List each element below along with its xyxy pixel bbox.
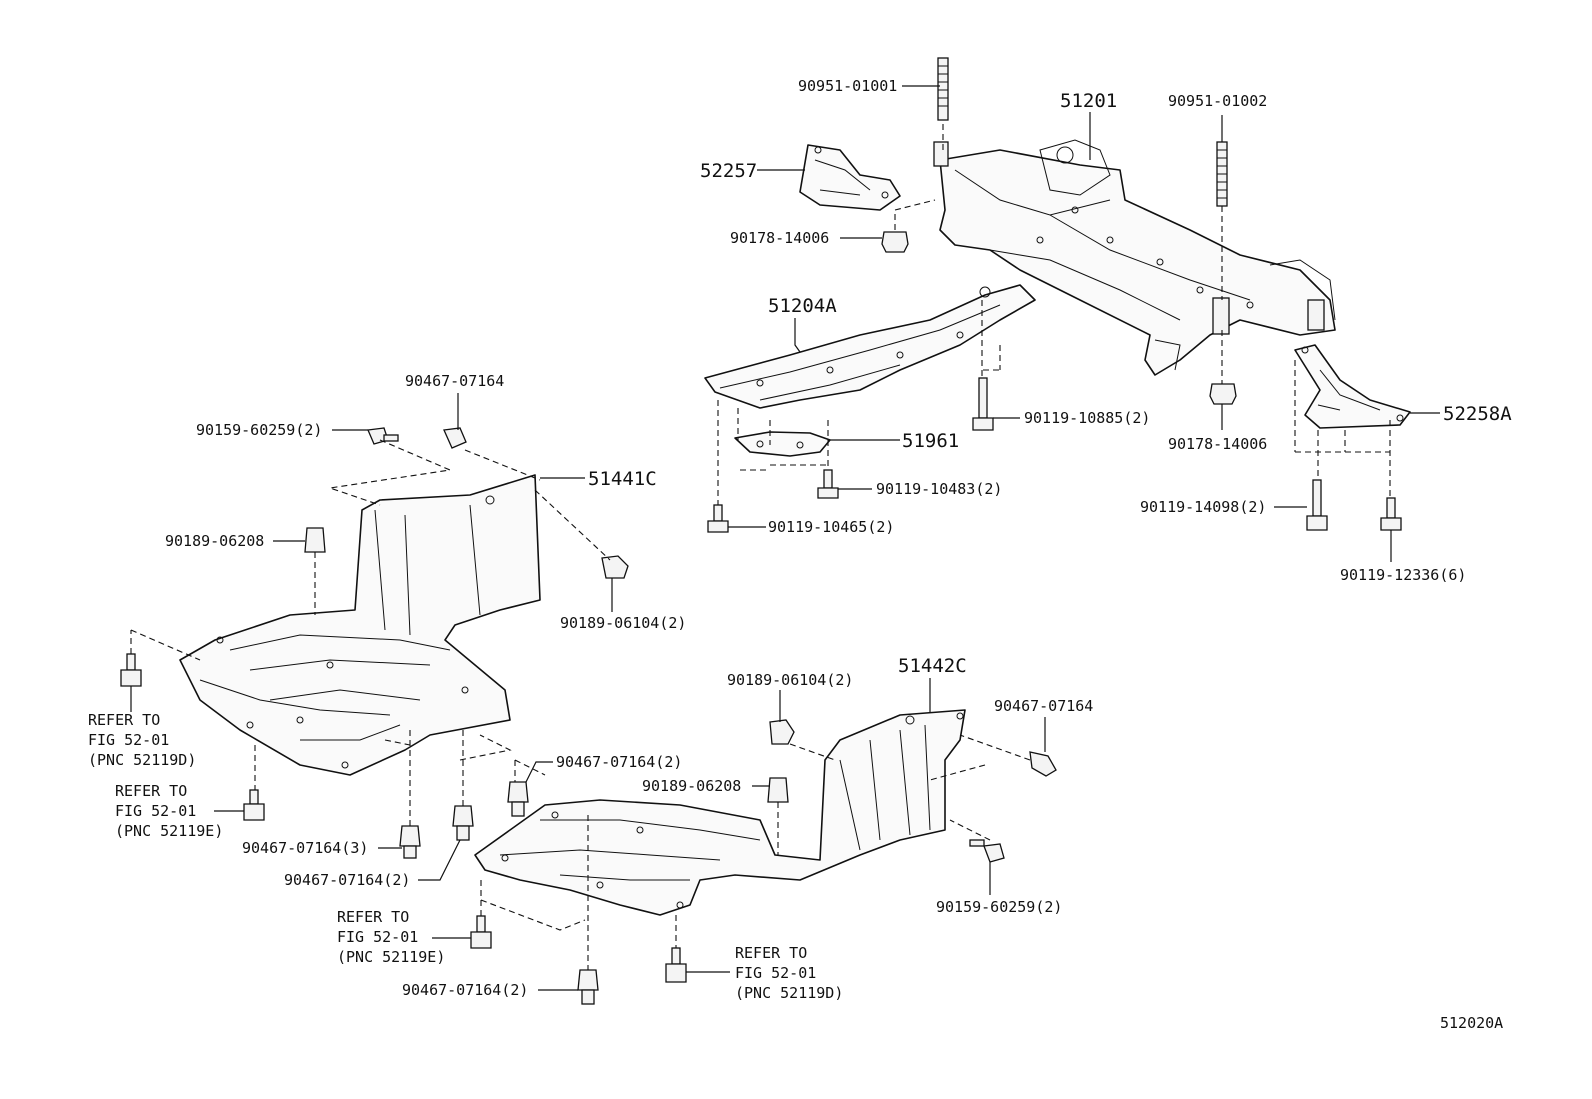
bolt-refer-52119d-bottom-icon <box>665 947 687 983</box>
label-51961: 51961 <box>902 430 959 452</box>
brace-52258a <box>1294 344 1411 429</box>
label-90178-14006-b: 90178-14006 <box>1168 435 1267 453</box>
svg-text:REFER TO: REFER TO <box>88 711 160 729</box>
bolt-90119-14098-icon <box>1306 479 1328 531</box>
under-cover-lower <box>474 709 966 916</box>
label-90467-07164-2-a: 90467-07164(2) <box>556 753 682 771</box>
label-90189-06208-b: 90189-06208 <box>642 777 741 795</box>
clip-90189-06104-b-icon <box>769 719 795 745</box>
figure-code: 512020A <box>1440 1014 1503 1032</box>
clip-90467-07164-2-c-icon <box>577 969 599 1005</box>
label-52257: 52257 <box>700 160 757 182</box>
svg-text:(PNC 52119E): (PNC 52119E) <box>337 948 445 966</box>
label-90189-06104-a: 90189-06104(2) <box>560 614 686 632</box>
part-labels: 90951-01001 51201 90951-01002 52257 9017… <box>165 77 1512 999</box>
clip-90467-07164-3-icon <box>399 825 421 859</box>
svg-text:(PNC 52119D): (PNC 52119D) <box>88 751 196 769</box>
clip-90189-06208-a-icon <box>304 527 326 553</box>
leader-lines <box>130 85 1440 991</box>
crossmember-51201 <box>933 139 1336 376</box>
label-90189-06208-a: 90189-06208 <box>165 532 264 550</box>
bolt-90119-10885-icon <box>972 377 994 431</box>
label-90119-10885: 90119-10885(2) <box>1024 409 1150 427</box>
label-51442c: 51442C <box>898 655 967 677</box>
brace-51204a <box>704 284 1036 409</box>
svg-text:(PNC 52119D): (PNC 52119D) <box>735 984 843 1002</box>
label-90119-10483: 90119-10483(2) <box>876 480 1002 498</box>
clip-90467-07164-2-a-icon <box>507 781 529 817</box>
bolt-90119-12336-icon <box>1380 497 1402 531</box>
stud-bolt-90951-01002-icon <box>1216 141 1228 207</box>
label-90467-07164-2-b: 90467-07164(2) <box>284 871 410 889</box>
brace-52257 <box>799 144 901 211</box>
label-90951-01001: 90951-01001 <box>798 77 897 95</box>
label-90951-01002: 90951-01002 <box>1168 92 1267 110</box>
svg-text:REFER TO: REFER TO <box>735 944 807 962</box>
label-90189-06104-b: 90189-06104(2) <box>727 671 853 689</box>
label-90119-14098: 90119-14098(2) <box>1140 498 1266 516</box>
under-cover-51441c <box>179 474 541 776</box>
bolt-90119-10465-icon <box>707 504 729 533</box>
svg-text:(PNC 52119E): (PNC 52119E) <box>115 822 223 840</box>
label-90159-60259-top: 90159-60259(2) <box>196 421 322 439</box>
svg-text:FIG 52-01: FIG 52-01 <box>337 928 418 946</box>
dashed-assembly-lines <box>130 120 1391 970</box>
screw-90159-60259-bot-icon <box>969 839 1005 863</box>
bolt-refer-52119d-left-icon <box>120 653 142 687</box>
label-90178-14006-a: 90178-14006 <box>730 229 829 247</box>
bolt-refer-52119e-bottom-icon <box>470 915 492 949</box>
refer-note-2: REFER TO FIG 52-01 (PNC 52119E) <box>115 782 223 840</box>
clip-90467-07164-2-b-icon <box>452 805 474 841</box>
clip-90467-07164-right-icon <box>1029 751 1057 777</box>
label-90159-60259-bot: 90159-60259(2) <box>936 898 1062 916</box>
clip-90467-07164-top-icon <box>443 427 467 449</box>
svg-text:FIG 52-01: FIG 52-01 <box>88 731 169 749</box>
bolt-90119-10483-icon <box>817 469 839 499</box>
screw-90159-60259-top-icon <box>367 427 399 445</box>
label-51204a: 51204A <box>768 295 837 317</box>
bolt-refer-52119e-left-icon <box>243 789 265 821</box>
refer-note-3: REFER TO FIG 52-01 (PNC 52119E) <box>337 908 445 966</box>
label-90467-07164-3: 90467-07164(3) <box>242 839 368 857</box>
label-51201: 51201 <box>1060 90 1117 112</box>
svg-text:FIG 52-01: FIG 52-01 <box>115 802 196 820</box>
refer-note-4: REFER TO FIG 52-01 (PNC 52119D) <box>735 944 843 1002</box>
stud-bolt-90951-01001-icon <box>937 57 949 121</box>
svg-text:FIG 52-01: FIG 52-01 <box>735 964 816 982</box>
clip-90189-06208-b-icon <box>767 777 789 803</box>
label-90119-12336: 90119-12336(6) <box>1340 566 1466 584</box>
plate-51961 <box>734 431 831 457</box>
refer-note-1: REFER TO FIG 52-01 (PNC 52119D) <box>88 711 196 769</box>
svg-text:REFER TO: REFER TO <box>337 908 409 926</box>
label-90467-07164-2-c: 90467-07164(2) <box>402 981 528 999</box>
label-90119-10465: 90119-10465(2) <box>768 518 894 536</box>
label-51441c: 51441C <box>588 468 657 490</box>
label-90467-07164-right: 90467-07164 <box>994 697 1093 715</box>
nut-90178-14006-b-icon <box>1209 383 1237 405</box>
svg-text:REFER TO: REFER TO <box>115 782 187 800</box>
nut-90178-14006-a-icon <box>881 231 909 253</box>
clip-90189-06104-a-icon <box>601 555 629 579</box>
label-90467-07164-top: 90467-07164 <box>405 372 504 390</box>
label-52258a: 52258A <box>1443 403 1512 425</box>
